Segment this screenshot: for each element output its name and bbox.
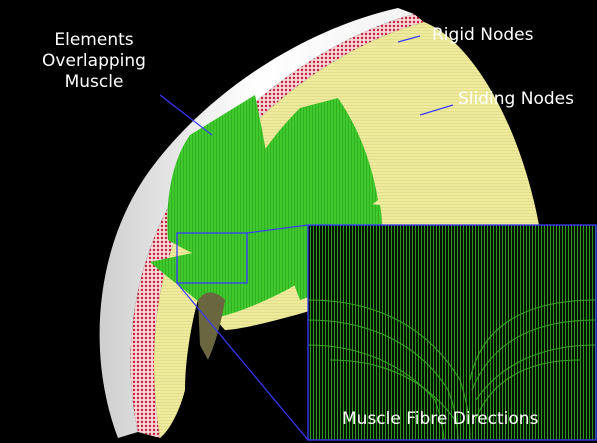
label-line: Elements bbox=[30, 30, 158, 51]
label-line: Overlapping bbox=[30, 51, 158, 72]
sliding-nodes-label: Sliding Nodes bbox=[458, 89, 574, 110]
muscle-fibre-directions-label: Muscle Fibre Directions bbox=[342, 409, 538, 430]
rigid-nodes-label: Rigid Nodes bbox=[432, 25, 533, 46]
elements-overlapping-label: Elements Overlapping Muscle bbox=[30, 30, 158, 93]
label-line: Muscle bbox=[30, 72, 158, 93]
